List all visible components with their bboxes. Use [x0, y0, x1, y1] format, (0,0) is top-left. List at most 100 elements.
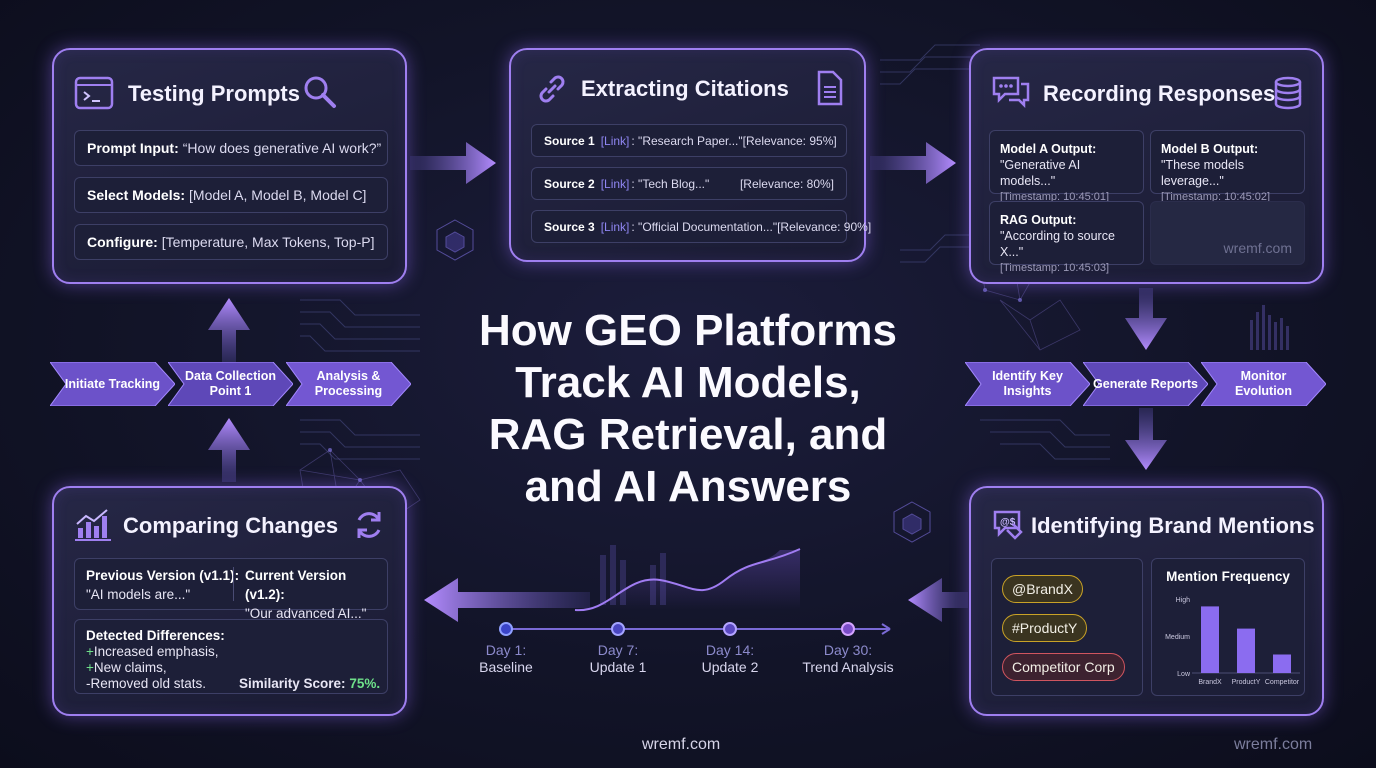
- trend-area: [575, 550, 800, 611]
- similarity-score: Similarity Score: 75%.: [239, 676, 380, 692]
- field-label: Configure:: [87, 234, 158, 250]
- source-title: : "Official Documentation...": [631, 219, 778, 234]
- bar-chart-icon: [75, 509, 111, 541]
- prompt-input-field[interactable]: Prompt Input:“How does generative AI wor…: [74, 130, 388, 166]
- timeline-day: Day 1:: [485, 642, 527, 658]
- watermark: wremf.com: [1223, 240, 1292, 256]
- configure-field[interactable]: Configure:[Temperature, Max Tokens, Top-…: [74, 224, 388, 260]
- source-link[interactable]: [Link]: [600, 176, 630, 191]
- flow-step-initiate: Initiate Tracking: [50, 362, 175, 406]
- current-version-text: "Our advanced AI...": [245, 606, 367, 621]
- source-label: Source 2: [544, 176, 595, 191]
- output-label: Model B Output:: [1161, 142, 1259, 156]
- output-label: Model A Output:: [1000, 142, 1097, 156]
- page-title: How GEO Platforms Track AI Models, RAG R…: [410, 305, 966, 513]
- flow-step-label: Initiate Tracking: [64, 376, 161, 391]
- current-version-label: Current Version (v1.2):: [245, 568, 347, 602]
- terminal-icon: [74, 76, 114, 110]
- timeline-label: Day 30:Trend Analysis: [788, 642, 908, 676]
- previous-version-text: "AI models are...": [86, 587, 191, 602]
- chart-bar: [1273, 654, 1291, 673]
- trend-line: [574, 548, 801, 612]
- document-icon: [817, 70, 843, 106]
- y-tick-label: High: [1176, 597, 1191, 604]
- y-tick-label: Medium: [1165, 634, 1190, 641]
- footer-watermark: wremf.com: [642, 736, 721, 753]
- similarity-label: Similarity Score:: [239, 676, 346, 691]
- rag-output-box: RAG Output: "According to source X..." […: [989, 201, 1144, 274]
- flow-step-identify-insights: Identify Key Insights: [965, 362, 1090, 406]
- source-row[interactable]: Source 1[Link]: "Research Paper..." [Rel…: [531, 124, 847, 157]
- timeline-label: Day 14:Update 2: [670, 642, 790, 676]
- diff-sign: +: [86, 660, 94, 675]
- select-models-field[interactable]: Select Models:[Model A, Model B, Model C…: [74, 177, 388, 213]
- timeline-point: [611, 622, 625, 636]
- source-title: : "Research Paper...": [631, 133, 743, 148]
- recording-responses-card: Recording Responses Model A Output: "Gen…: [969, 48, 1324, 284]
- model-output-box: Model A Output: "Generative AI models...…: [989, 130, 1144, 203]
- timeline-label: Day 1:Baseline: [446, 642, 566, 676]
- difference-item: -Removed old stats.: [86, 676, 376, 692]
- field-label: Select Models:: [87, 187, 186, 203]
- diff-text: New claims,: [93, 660, 167, 675]
- source-relevance: [Relevance: 80%]: [739, 176, 834, 191]
- current-version: Current Version (v1.2): "Our advanced AI…: [245, 566, 387, 623]
- timeline-point: [723, 622, 737, 636]
- flow-step-analysis: Analysis & Processing: [286, 362, 411, 406]
- card-title: Identifying Brand Mentions: [1031, 513, 1315, 538]
- previous-version-label: Previous Version (v1.1):: [86, 568, 240, 583]
- source-relevance: [Relevance: 95%]: [742, 133, 837, 148]
- output-timestamp: [Timestamp: 10:45:01]: [1000, 191, 1110, 203]
- card-title: Comparing Changes: [123, 513, 339, 538]
- flow-step-label: Identify Key Insights: [992, 369, 1063, 398]
- output-text: "These models leverage...": [1161, 158, 1244, 188]
- difference-item: +Increased emphasis,: [86, 644, 376, 660]
- title-line: RAG Retrieval, and: [488, 410, 888, 459]
- timeline-text: Update 2: [701, 659, 759, 675]
- source-text: Source 1[Link]: "Research Paper...": [544, 134, 743, 148]
- flow-step-label: Generate Reports: [1093, 376, 1198, 391]
- source-link[interactable]: [Link]: [600, 133, 630, 148]
- source-text: Source 3[Link]: "Official Documentation.…: [544, 220, 777, 234]
- flow-step-generate-reports: Generate Reports: [1083, 362, 1208, 406]
- timeline-label: Day 7:Update 1: [558, 642, 678, 676]
- title-line: How GEO Platforms: [478, 306, 898, 355]
- flow-step-data-collection: Data Collection Point 1: [168, 362, 293, 406]
- timeline-point: [841, 622, 855, 636]
- chart-bar: [1201, 606, 1219, 673]
- field-value: [Model A, Model B, Model C]: [189, 187, 367, 203]
- extracting-citations-card: Extracting Citations Source 1[Link]: "Re…: [509, 48, 871, 262]
- flow-step-label: Monitor Evolution: [1235, 369, 1292, 398]
- timeline-text: Trend Analysis: [802, 659, 894, 675]
- source-relevance: [Relevance: 90%]: [777, 219, 872, 234]
- output-text: "According to source X...": [1000, 229, 1115, 259]
- comparing-changes-card: Comparing Changes Previous Version (v1.1…: [52, 486, 407, 716]
- flow-step-label: Analysis & Processing: [314, 369, 383, 398]
- output-label: RAG Output:: [1000, 213, 1077, 227]
- model-output-box: Model B Output: "These models leverage..…: [1150, 130, 1305, 203]
- field-value: [Temperature, Max Tokens, Top-P]: [161, 234, 375, 250]
- source-link[interactable]: [Link]: [600, 219, 630, 234]
- source-row[interactable]: Source 2[Link]: "Tech Blog..." [Relevanc…: [531, 167, 847, 200]
- similarity-value: 75%.: [349, 676, 381, 691]
- mention-tag[interactable]: Competitor Corp: [1002, 653, 1125, 681]
- output-text: "Generative AI models...": [1000, 158, 1081, 188]
- diff-sign: -: [86, 676, 91, 691]
- differences-box: Detected Differences: +Increased emphasi…: [74, 619, 388, 694]
- search-icon: [304, 76, 336, 108]
- flow-step-label: Data Collection Point 1: [185, 369, 276, 398]
- version-comparison-box: Previous Version (v1.1): "AI models are.…: [74, 558, 388, 621]
- previous-version: Previous Version (v1.1): "AI models are.…: [86, 566, 239, 604]
- link-icon: [539, 75, 565, 103]
- mention-tag[interactable]: #ProductY: [1002, 614, 1088, 642]
- source-text: Source 2[Link]: "Tech Blog...": [544, 177, 709, 191]
- source-row[interactable]: Source 3[Link]: "Official Documentation.…: [531, 210, 871, 243]
- divider: [233, 567, 234, 601]
- testing-prompts-card: Testing Prompts Prompt Input:“How does g…: [52, 48, 407, 284]
- mention-tag[interactable]: @BrandX: [1002, 575, 1083, 603]
- timeline-text: Baseline: [479, 659, 533, 675]
- timeline: [499, 545, 891, 636]
- title-line: and AI Answers: [524, 462, 852, 511]
